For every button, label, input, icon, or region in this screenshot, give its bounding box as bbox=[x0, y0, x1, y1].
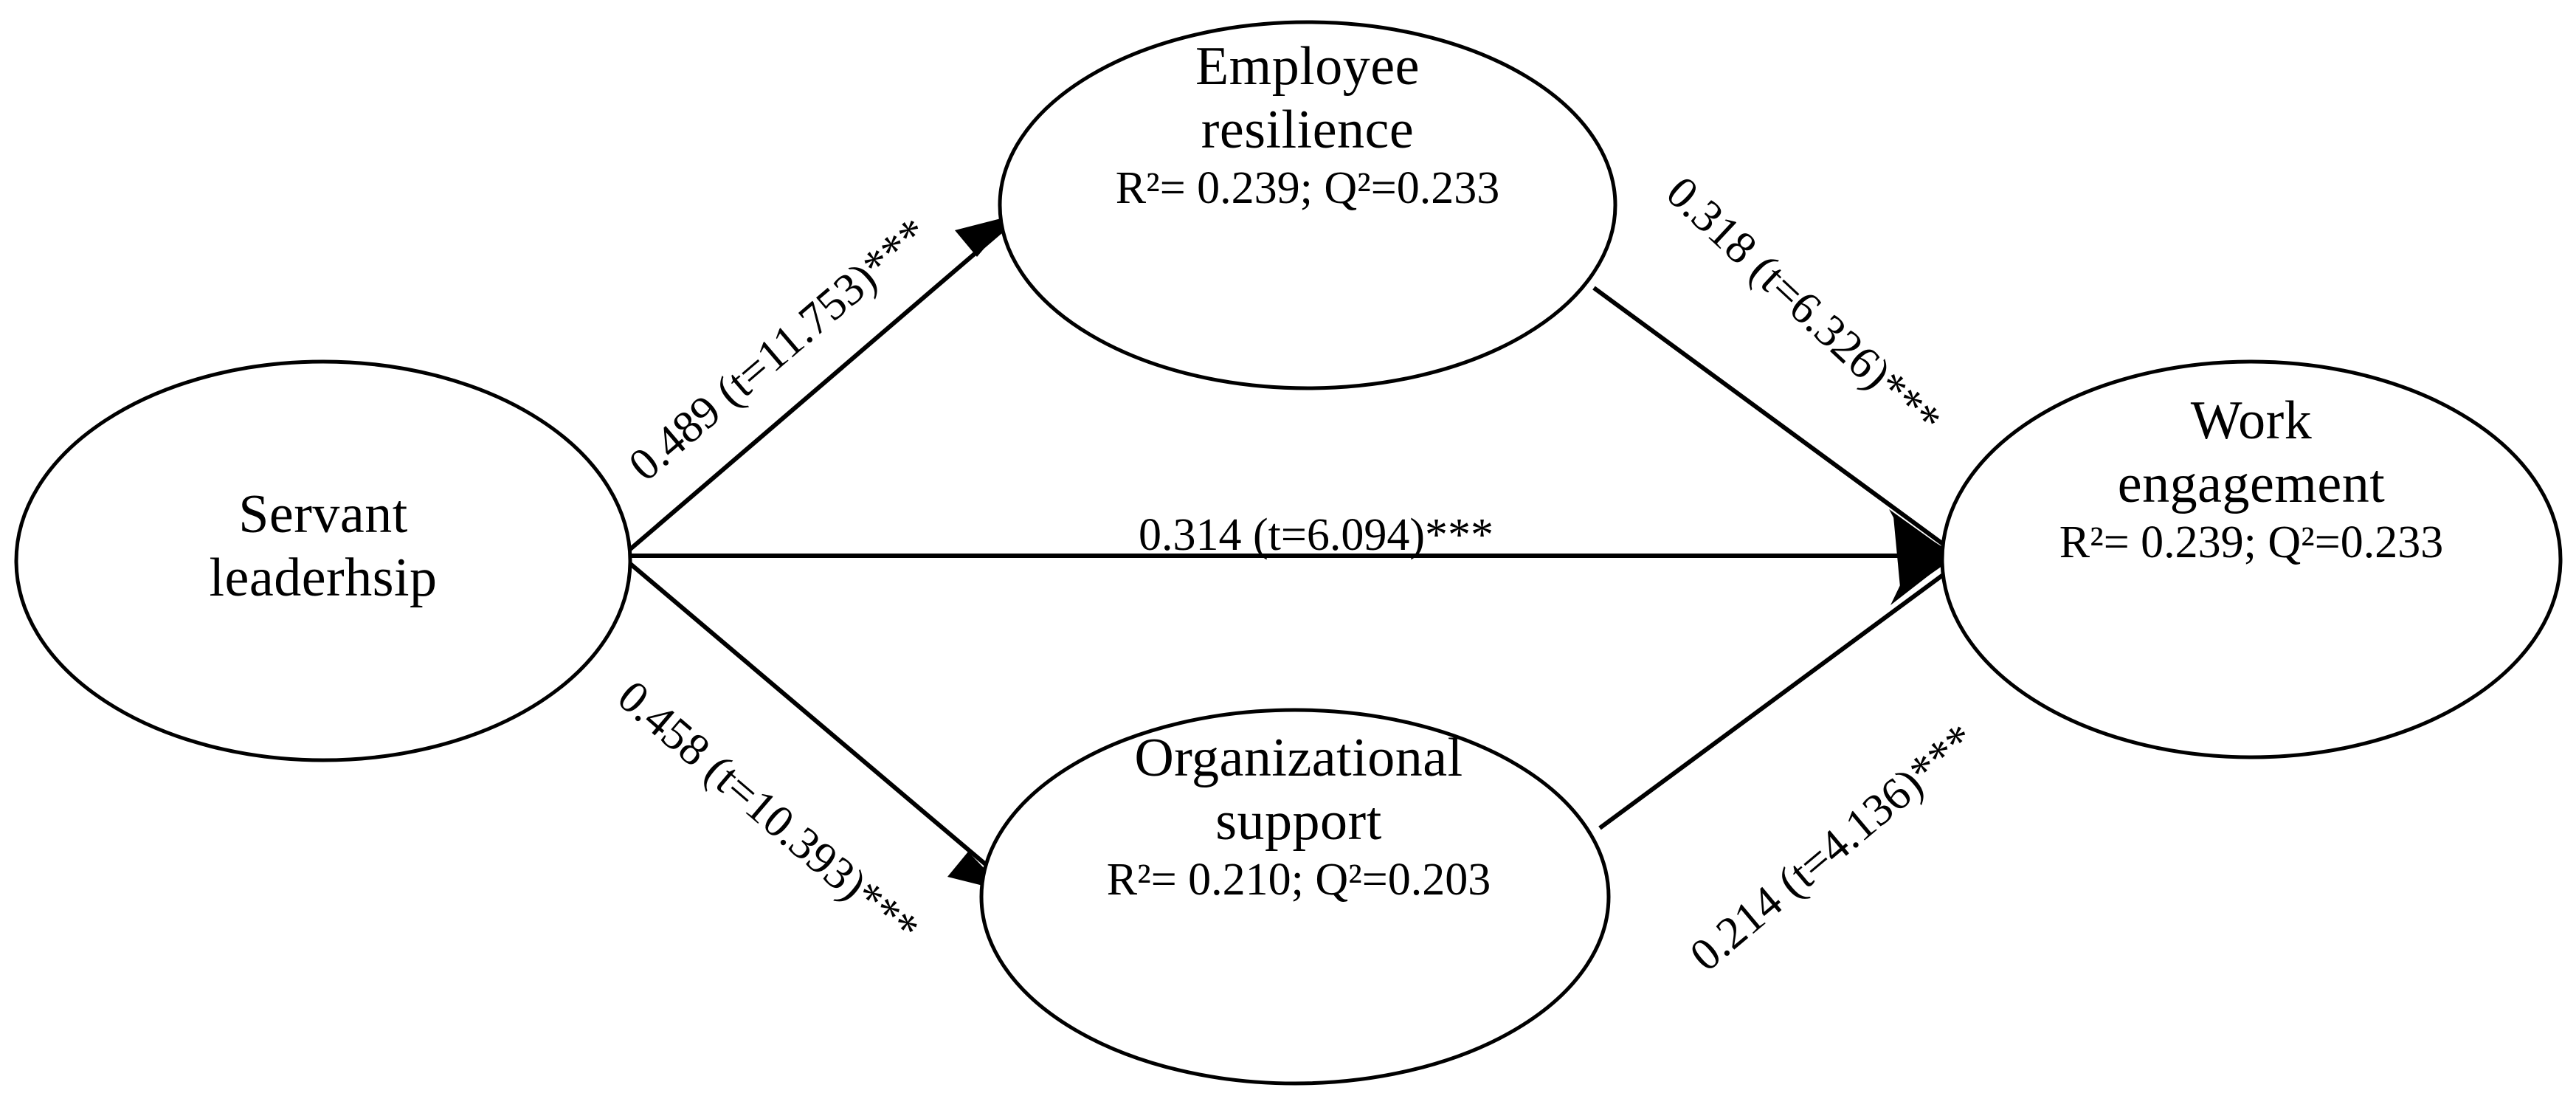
node-servant-leadership[interactable] bbox=[14, 359, 632, 762]
edge-line-sl-to-os bbox=[623, 556, 1004, 880]
edge-line-os-to-we bbox=[1598, 565, 1955, 830]
arrowhead-er-to-we bbox=[1889, 509, 1957, 558]
arrowhead-os-to-we bbox=[1890, 554, 1957, 605]
node-work-engagement[interactable] bbox=[1940, 359, 2563, 759]
node-employee-resilience[interactable] bbox=[998, 20, 1617, 390]
edge-line-sl-to-er bbox=[623, 219, 1014, 556]
node-organizational-support[interactable] bbox=[979, 708, 1611, 1086]
edge-line-er-to-we bbox=[1592, 286, 1955, 554]
arrowhead-sl-to-er bbox=[955, 216, 1012, 257]
